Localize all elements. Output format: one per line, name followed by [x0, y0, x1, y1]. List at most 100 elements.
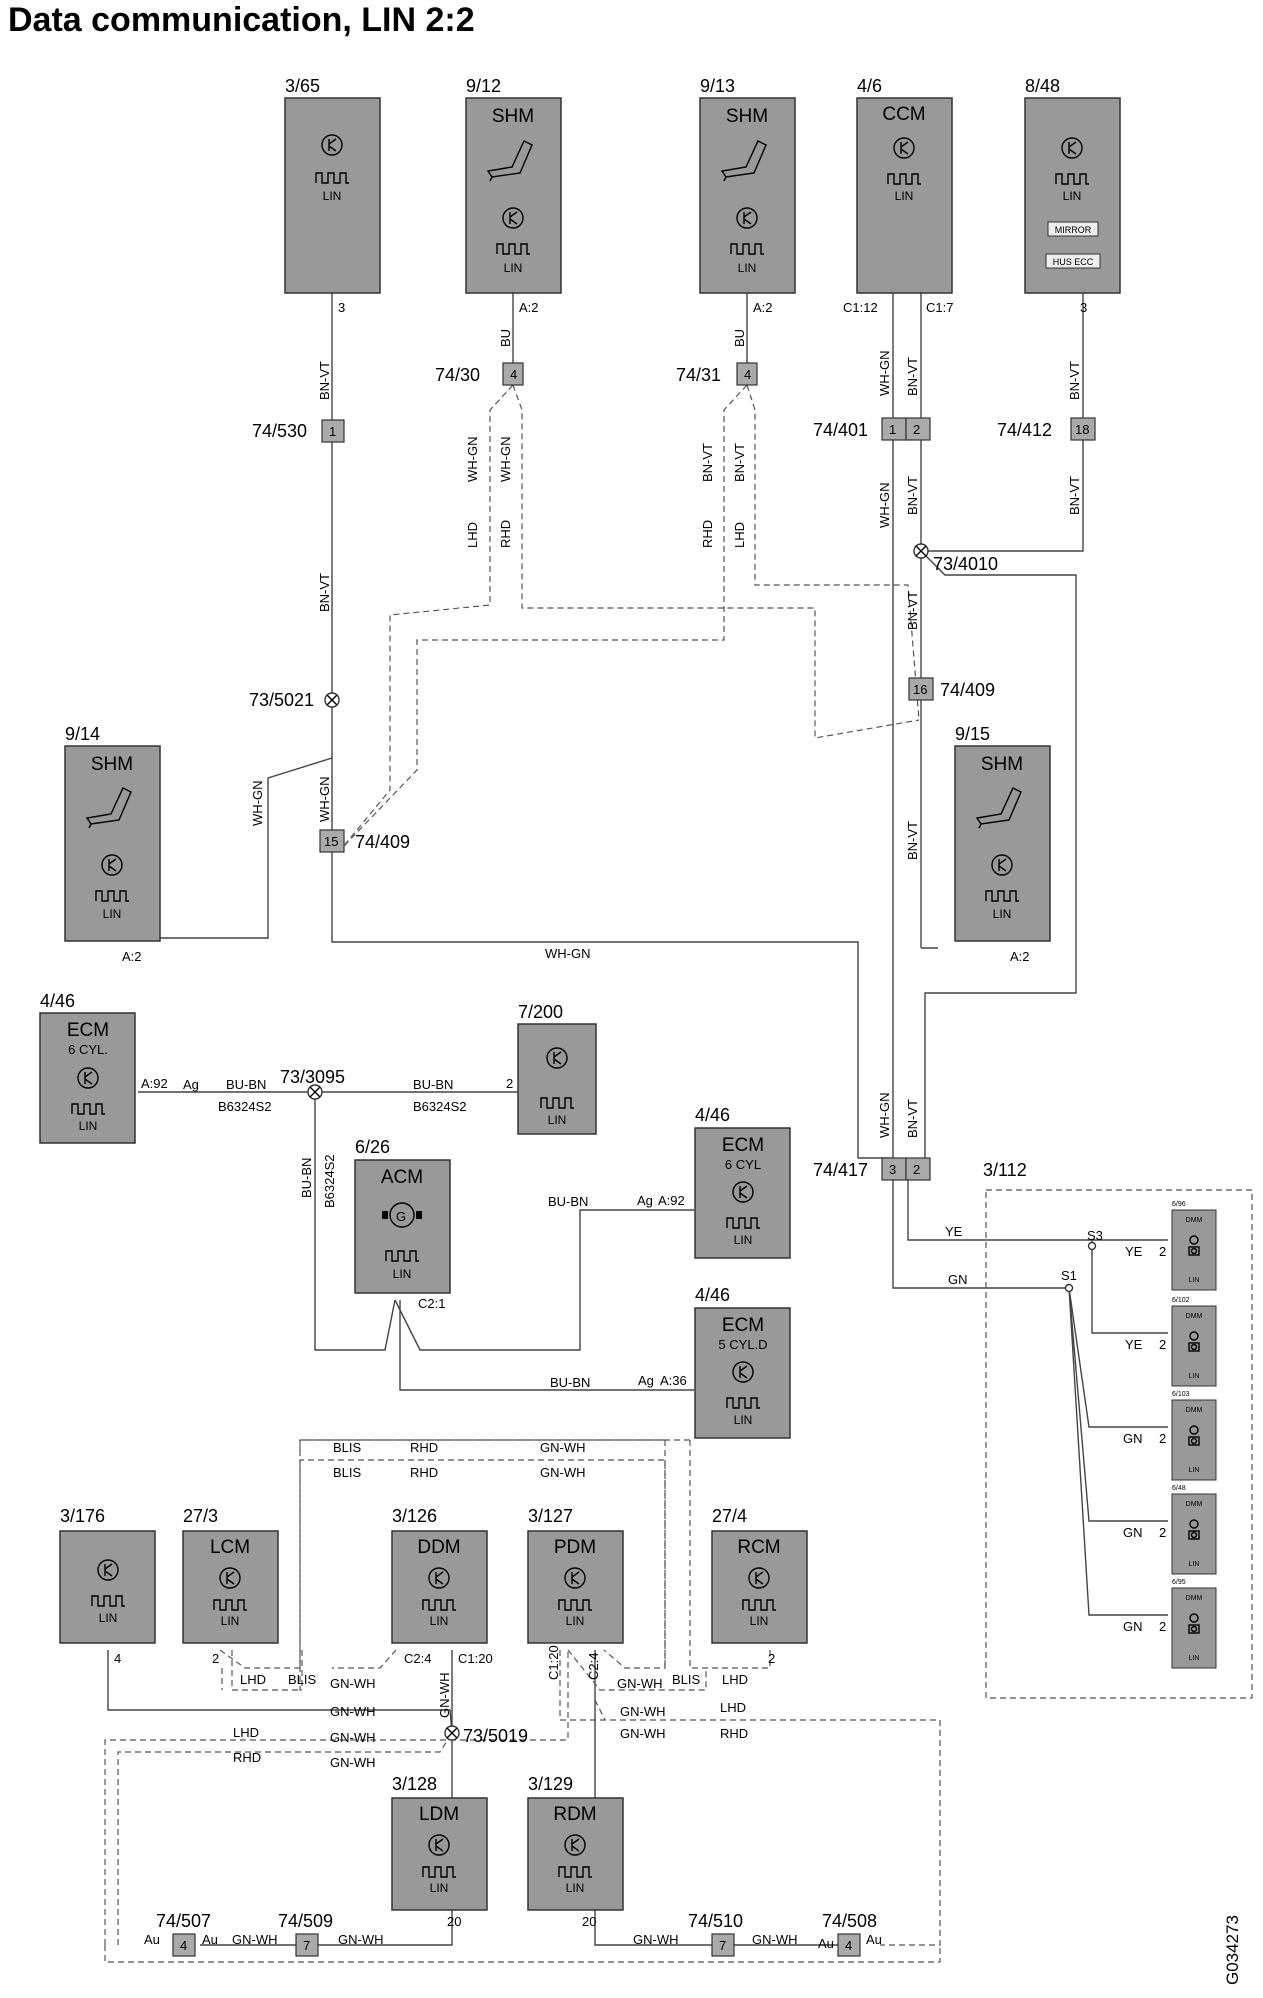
svg-text:Au: Au [202, 1932, 218, 1947]
module-3-126-ddm: 3/126 DDM LIN C2:4 C1:20 [391, 1506, 493, 1666]
svg-text:LIN: LIN [548, 1113, 567, 1127]
svg-text:SHM: SHM [981, 754, 1023, 775]
svg-text:ECM: ECM [722, 1135, 764, 1156]
svg-text:DMM: DMM [1186, 1595, 1203, 1602]
module-4-46-ecm-6cyl-mid: 4/46 ECM 6 CYL LIN A:92 [658, 1105, 791, 1259]
svg-text:BLIS: BLIS [333, 1465, 362, 1480]
svg-text:73/5021: 73/5021 [249, 690, 314, 710]
svg-text:74/31: 74/31 [676, 365, 721, 385]
svg-text:BN-VT: BN-VT [317, 573, 332, 612]
svg-text:LHD: LHD [732, 522, 747, 548]
svg-text:LHD: LHD [465, 522, 480, 548]
svg-text:4: 4 [180, 1938, 187, 1953]
module-3-65: 3/65 LIN 3 [284, 76, 381, 315]
svg-text:BLIS: BLIS [288, 1672, 317, 1687]
module-8-48: 8/48 LIN MIRROR HUS ECC 3 [1024, 76, 1121, 315]
svg-text:SHM: SHM [726, 106, 768, 127]
svg-text:WH-GN: WH-GN [877, 1093, 892, 1139]
svg-text:A:2: A:2 [1010, 949, 1030, 964]
svg-text:LIN: LIN [1189, 1277, 1200, 1284]
svg-text:3/128: 3/128 [392, 1774, 437, 1794]
svg-text:ACM: ACM [381, 1167, 423, 1188]
svg-text:4/46: 4/46 [695, 1285, 730, 1305]
svg-text:ECM: ECM [67, 1020, 109, 1041]
svg-text:SHM: SHM [492, 106, 534, 127]
svg-text:3/112: 3/112 [983, 1160, 1027, 1180]
svg-text:DMM: DMM [1186, 1501, 1203, 1508]
dmm-6-48: 6/48 DMM LIN 2 [1159, 1485, 1217, 1575]
svg-text:DDM: DDM [417, 1537, 460, 1558]
svg-text:LHD: LHD [722, 1672, 748, 1687]
dmm-6-95: 6/95 DMM LIN 2 [1159, 1579, 1217, 1669]
svg-text:GN-WH: GN-WH [437, 1673, 452, 1719]
svg-text:2: 2 [506, 1076, 513, 1091]
svg-text:74/417: 74/417 [813, 1160, 868, 1180]
svg-text:RHD: RHD [498, 520, 513, 548]
svg-text:C1:20: C1:20 [546, 1645, 561, 1680]
svg-text:LIN: LIN [1189, 1373, 1200, 1380]
svg-text:DMM: DMM [1186, 1313, 1203, 1320]
svg-text:BU-BN: BU-BN [226, 1077, 266, 1092]
svg-text:ECM: ECM [722, 1315, 764, 1336]
svg-text:9/12: 9/12 [466, 76, 501, 96]
svg-text:RDM: RDM [553, 1804, 596, 1825]
dmm-group-3-112: 3/112 S3 S1 6/96 DMM LIN 2 6/102 DMM LIN… [983, 1160, 1217, 1669]
svg-text:GN-WH: GN-WH [330, 1730, 376, 1745]
svg-text:5 CYL.D: 5 CYL.D [718, 1337, 767, 1352]
svg-text:6/95: 6/95 [1172, 1579, 1186, 1586]
svg-text:LIN: LIN [1189, 1467, 1200, 1474]
svg-text:74/508: 74/508 [822, 1911, 877, 1931]
connector-74-409-left: 15 74/409 [319, 829, 410, 853]
svg-text:LIN: LIN [221, 1614, 240, 1628]
svg-text:3: 3 [889, 1162, 896, 1177]
svg-text:LHD: LHD [233, 1725, 259, 1740]
dmm-6-96: 6/96 DMM LIN 2 [1159, 1201, 1217, 1291]
svg-text:15: 15 [324, 834, 338, 849]
svg-text:3/176: 3/176 [60, 1506, 105, 1526]
svg-text:BN-VT: BN-VT [317, 361, 332, 400]
connector-74-30: 4 74/30 [435, 362, 524, 386]
svg-text:6/48: 6/48 [1172, 1485, 1186, 1492]
svg-text:6/103: 6/103 [1172, 1391, 1190, 1398]
connector-74-417: 3 2 74/417 [813, 1157, 931, 1181]
module-3-127-pdm: 3/127 PDM LIN C1:20 C2:4 [527, 1506, 624, 1680]
svg-text:A:2: A:2 [122, 949, 142, 964]
svg-text:RHD: RHD [410, 1465, 438, 1480]
svg-text:C2:4: C2:4 [586, 1653, 601, 1680]
svg-text:C1:20: C1:20 [458, 1651, 493, 1666]
svg-text:PDM: PDM [554, 1537, 596, 1558]
svg-text:DMM: DMM [1186, 1217, 1203, 1224]
svg-text:Au: Au [866, 1932, 882, 1947]
svg-text:7: 7 [303, 1938, 310, 1953]
mirror-badge: MIRROR [1055, 225, 1092, 235]
svg-text:2: 2 [1159, 1244, 1166, 1259]
svg-text:BN-VT: BN-VT [905, 821, 920, 860]
svg-text:BU: BU [732, 329, 747, 347]
solid-wires [107, 293, 1168, 1946]
connector-74-530: 1 74/530 [252, 419, 345, 443]
svg-text:CCM: CCM [882, 104, 925, 125]
svg-text:LIN: LIN [103, 907, 122, 921]
module-6-26-acm: 6/26 ACM G LIN C2:1 [354, 1137, 451, 1311]
svg-text:9/13: 9/13 [700, 76, 735, 96]
generator-icon: G [382, 1202, 422, 1228]
hus-ecc-badge: HUS ECC [1053, 257, 1094, 267]
svg-text:GN-WH: GN-WH [752, 1932, 798, 1947]
svg-text:Au: Au [818, 1936, 834, 1951]
svg-text:LIN: LIN [1189, 1561, 1200, 1568]
svg-text:LHD: LHD [240, 1672, 266, 1687]
svg-text:74/409: 74/409 [940, 680, 995, 700]
svg-text:GN-WH: GN-WH [330, 1676, 376, 1691]
svg-text:S1: S1 [1061, 1268, 1077, 1283]
svg-text:GN: GN [1123, 1431, 1143, 1446]
module-9-12: 9/12 SHM LIN A:2 [465, 76, 562, 315]
dmm-6-103: 6/103 DMM LIN 2 [1159, 1391, 1217, 1481]
svg-text:GN-WH: GN-WH [617, 1676, 663, 1691]
svg-text:74/409: 74/409 [355, 832, 410, 852]
svg-text:WH-GN: WH-GN [498, 437, 513, 483]
svg-text:4/46: 4/46 [40, 991, 75, 1011]
svg-text:6 CYL: 6 CYL [725, 1157, 761, 1172]
svg-text:4: 4 [510, 367, 517, 382]
svg-text:9/15: 9/15 [955, 724, 990, 744]
svg-text:A:92: A:92 [141, 1076, 168, 1091]
